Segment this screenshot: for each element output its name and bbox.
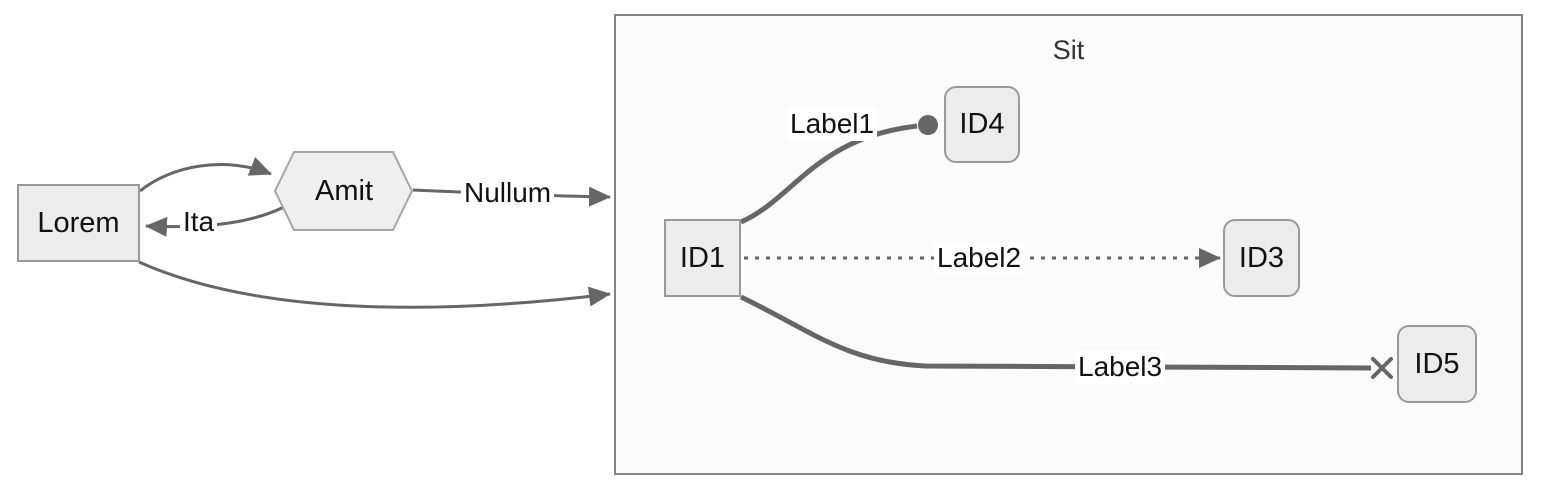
cluster-sit: Sit: [614, 14, 1523, 475]
cross-arrowhead: [1371, 357, 1393, 379]
edge-label-nullum: Nullum: [461, 177, 555, 210]
node-id1-label: ID1: [679, 241, 726, 274]
node-id5: ID5: [1397, 325, 1477, 403]
edge-lorem-amit: [139, 157, 272, 193]
node-id5-label: ID5: [1414, 347, 1460, 380]
edge-id1-id5: [739, 294, 1372, 371]
edge-label-label1: Label1: [787, 108, 878, 141]
node-id3: ID3: [1223, 219, 1300, 297]
node-amit-label: Amit: [315, 174, 373, 207]
node-id4-label: ID4: [959, 108, 1005, 140]
edge-label-label3: Label3: [1075, 351, 1166, 384]
edge-lorem-sit: [138, 260, 611, 309]
edge-label-ita: Ita: [180, 206, 218, 239]
circle-arrowhead: [918, 115, 938, 135]
edge-id1-id4: [739, 123, 918, 225]
cluster-title: Sit: [1052, 35, 1085, 65]
node-amit-shape: [273, 151, 414, 231]
edge-label-label2: Label2: [934, 242, 1025, 275]
node-id3-label: ID3: [1238, 241, 1285, 274]
node-id1: ID1: [664, 219, 741, 297]
edge-amit-lorem: [145, 205, 285, 237]
node-amit: Amit: [284, 170, 404, 212]
node-lorem-label: Lorem: [37, 206, 120, 239]
node-id4: ID4: [944, 86, 1020, 163]
node-lorem: Lorem: [17, 184, 140, 262]
